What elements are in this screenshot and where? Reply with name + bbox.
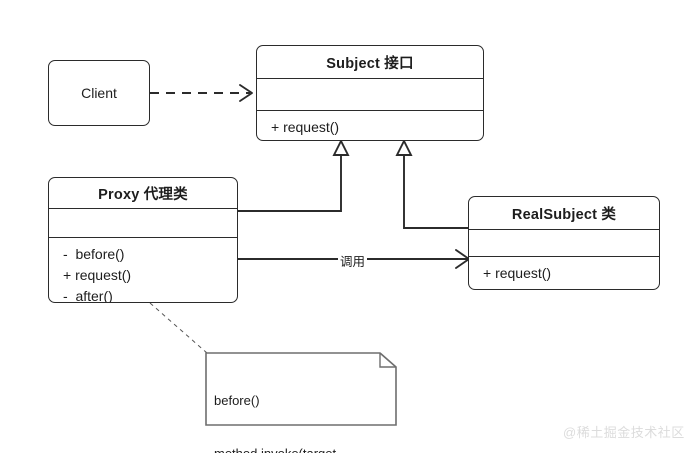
note-line: before() [214,393,260,408]
node-note[interactable]: before() method.invoke(target, args) aft… [205,352,397,453]
edge-proxy-to-note [149,302,208,354]
node-proxy[interactable]: Proxy 代理类 - before() + request() - after… [48,177,238,303]
node-realsubject-attributes [469,230,659,256]
note-shape [205,352,397,426]
node-subject[interactable]: Subject 接口 + request() [256,45,484,141]
node-realsubject-methods: + request() [469,257,659,289]
watermark: @稀土掘金技术社区 [563,425,685,440]
node-realsubject-title: RealSubject 类 [511,206,617,223]
node-subject-separator-1 [257,78,483,79]
node-proxy-method: + request() [63,267,132,283]
edge-label-invoke: 调用 [338,251,368,270]
node-proxy-separator-2 [49,237,237,238]
node-proxy-methods: - before() + request() - after() [49,238,237,303]
node-subject-attributes [257,79,483,110]
node-proxy-method: - after() [63,288,113,303]
node-client-label: Client [81,85,117,101]
node-realsubject[interactable]: RealSubject 类 + request() [468,196,660,290]
node-proxy-separator-1 [49,208,237,209]
edge-client-to-subject [150,84,253,102]
edge-realsubject-to-subject [395,138,468,229]
node-client[interactable]: Client [48,60,150,126]
node-subject-methods: + request() [257,111,483,140]
node-proxy-title: Proxy 代理类 [98,186,188,203]
edge-proxy-to-subject [238,138,350,212]
node-proxy-attributes [49,209,237,237]
node-subject-separator-2 [257,110,483,111]
node-proxy-method: - before() [63,246,125,262]
node-realsubject-method: + request() [483,265,552,281]
node-realsubject-separator-1 [469,229,659,230]
node-subject-method: + request() [271,119,340,135]
node-realsubject-separator-2 [469,256,659,257]
node-subject-title: Subject 接口 [326,55,414,72]
note-text-block: before() method.invoke(target, args) aft… [214,357,340,453]
note-line: method.invoke(target, [214,445,340,453]
